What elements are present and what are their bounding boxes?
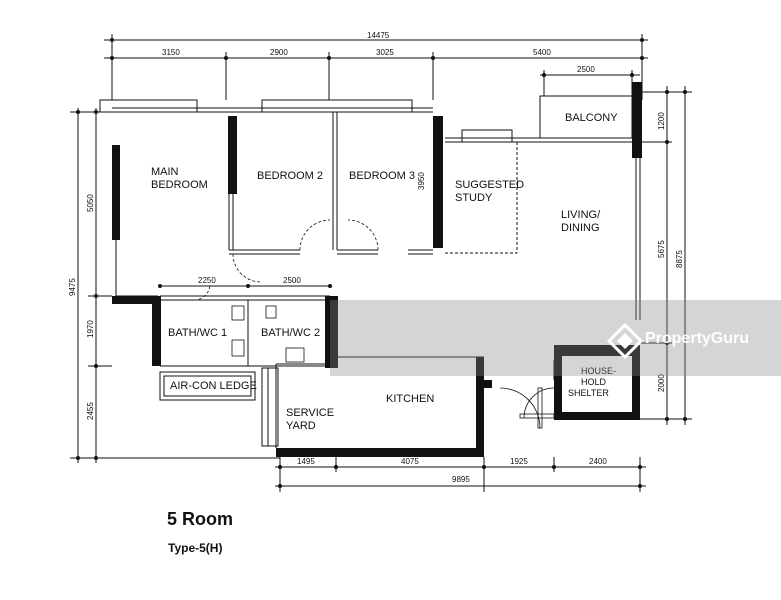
room-label-shelter-line2: HOLD bbox=[581, 377, 607, 387]
room-label-living-line1: LIVING/ bbox=[561, 209, 601, 221]
room-label-service-yard-line1: SERVICE bbox=[286, 407, 334, 419]
dim-bottom-total: 9895 bbox=[452, 475, 470, 484]
room-label-bath-wc-1: BATH/WC 1 bbox=[168, 327, 227, 339]
room-label-main-bedroom-line1: MAIN bbox=[151, 166, 179, 178]
plan-subtitle: Type-5(H) bbox=[168, 541, 223, 555]
dim-right-total: 8875 bbox=[675, 250, 684, 268]
room-label-study-line1: SUGGESTED bbox=[455, 179, 524, 191]
room-label-bedroom-3: BEDROOM 3 bbox=[349, 170, 415, 182]
dim-balcony-width: 2500 bbox=[577, 65, 595, 74]
room-label-aircon-ledge: AIR-CON LEDGE bbox=[170, 380, 257, 392]
room-label-kitchen: KITCHEN bbox=[386, 393, 434, 405]
room-label-service-yard-line2: YARD bbox=[286, 420, 316, 432]
dim-left-total: 9475 bbox=[68, 278, 77, 296]
dim-bottom-segment-2: 4075 bbox=[401, 457, 419, 466]
watermark-band bbox=[330, 300, 781, 376]
dim-right-segment-2: 5675 bbox=[657, 240, 666, 258]
dim-bath-width-1: 2250 bbox=[198, 276, 216, 285]
propertyguru-logo-icon bbox=[606, 322, 644, 360]
dim-top-total: 14475 bbox=[367, 31, 390, 40]
dim-bottom-segment-4: 2400 bbox=[589, 457, 607, 466]
room-label-balcony: BALCONY bbox=[565, 112, 618, 124]
dim-left-segment-2: 1970 bbox=[86, 320, 95, 338]
room-label-shelter-line3: SHELTER bbox=[568, 388, 609, 398]
dim-bedroom3-depth: 3950 bbox=[417, 172, 426, 190]
room-label-bath-wc-2: BATH/WC 2 bbox=[261, 327, 320, 339]
dim-left-segment-3: 2455 bbox=[86, 402, 95, 420]
dim-right-segment-3: 2000 bbox=[657, 374, 666, 392]
dim-left-segment-1: 5050 bbox=[86, 194, 95, 212]
room-label-living-line2: DINING bbox=[561, 222, 600, 234]
plan-title: 5 Room bbox=[167, 509, 234, 529]
dim-top-segment-4: 5400 bbox=[533, 48, 551, 57]
dim-right-segment-1: 1200 bbox=[657, 112, 666, 130]
dim-bath-width-2: 2500 bbox=[283, 276, 301, 285]
room-label-study-line2: STUDY bbox=[455, 192, 493, 204]
watermark-brand-text: PropertyGuru bbox=[645, 330, 750, 347]
room-label-bedroom-2: BEDROOM 2 bbox=[257, 170, 323, 182]
dim-bottom-segment-1: 1495 bbox=[297, 457, 315, 466]
dim-top-segment-3: 3025 bbox=[376, 48, 394, 57]
dim-top-segment-2: 2900 bbox=[270, 48, 288, 57]
dim-top-segment-1: 3150 bbox=[162, 48, 180, 57]
dim-bottom-segment-3: 1925 bbox=[510, 457, 528, 466]
room-label-shelter-line1: HOUSE- bbox=[581, 366, 616, 376]
room-label-main-bedroom-line2: BEDROOM bbox=[151, 179, 208, 191]
